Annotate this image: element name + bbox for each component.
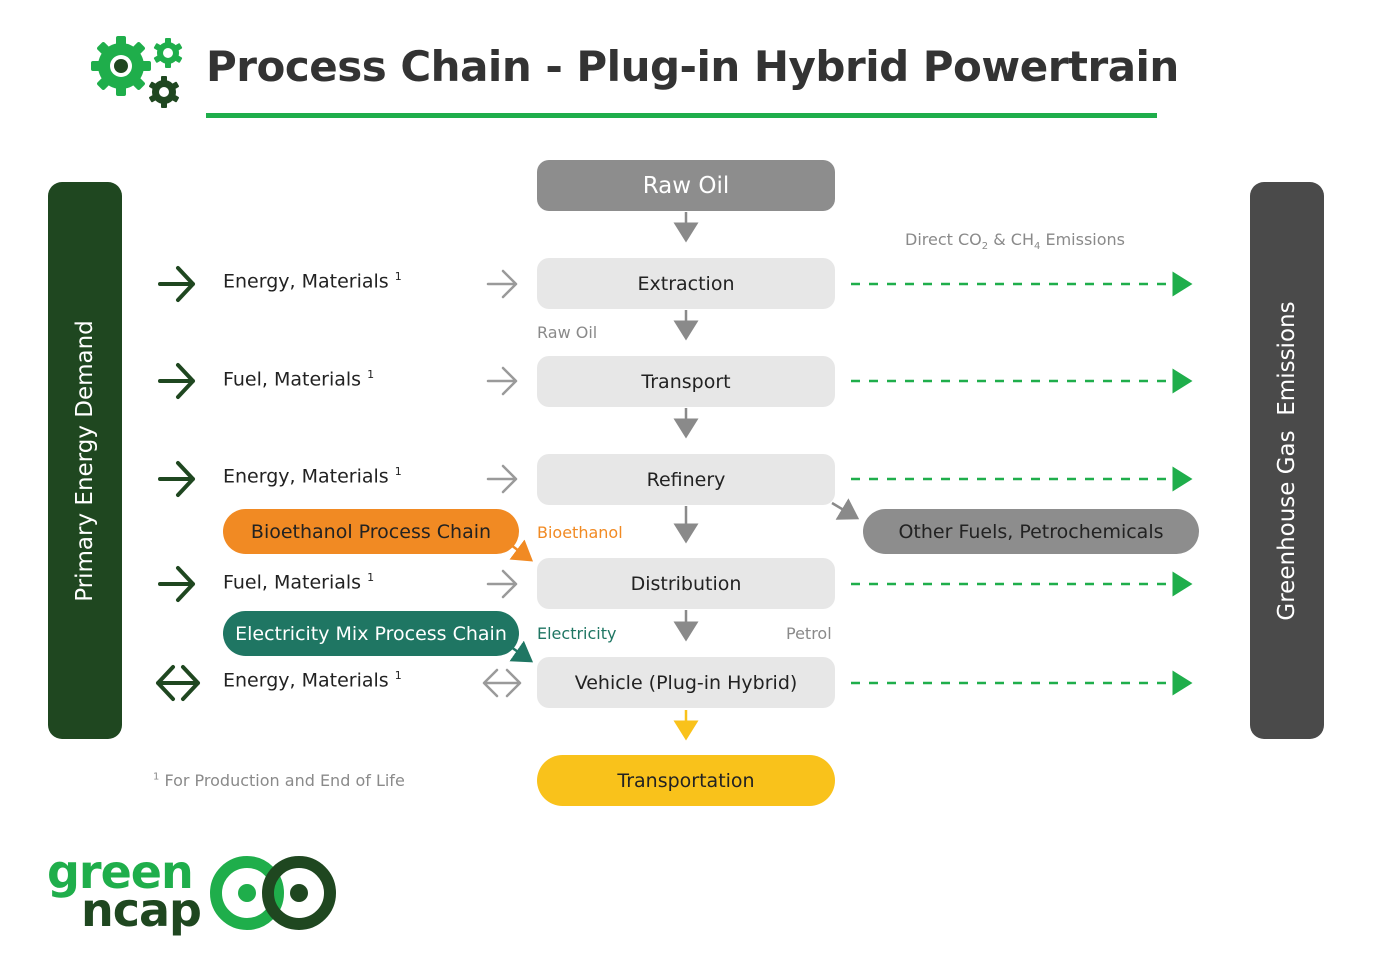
logo-infinity-icon bbox=[210, 856, 336, 930]
refinery-box: Refinery bbox=[537, 454, 835, 505]
ch4-subscript: 4 bbox=[1034, 241, 1041, 253]
page-title: Process Chain - Plug-in Hybrid Powertrai… bbox=[206, 42, 1179, 91]
flow-label-bioethanol: Bioethanol bbox=[537, 523, 623, 542]
arrow-bioethanol-to-distribution bbox=[509, 539, 533, 562]
input-label-refinery: Energy, Materials 1 bbox=[223, 465, 402, 487]
ch4-text: & CH bbox=[988, 230, 1034, 249]
flow-label-electricity: Electricity bbox=[537, 624, 617, 643]
input-text: Fuel, Materials bbox=[223, 368, 362, 391]
green-ncap-logo: green ncap bbox=[47, 845, 347, 938]
other-fuels-petrochemicals: Other Fuels, Petrochemicals bbox=[863, 509, 1199, 554]
input-arrow-refinery bbox=[486, 464, 518, 494]
footnote-marker: 1 bbox=[367, 368, 375, 381]
input-label-transport: Fuel, Materials 1 bbox=[223, 368, 374, 390]
input-text: Fuel, Materials bbox=[223, 571, 362, 594]
distribution-box: Distribution bbox=[537, 558, 835, 609]
input-arrow-distribution bbox=[486, 569, 518, 599]
electricity-mix-process-chain: Electricity Mix Process Chain bbox=[223, 611, 519, 656]
demand-arrow-vehicle bbox=[156, 665, 200, 701]
vehicle-box: Vehicle (Plug-in Hybrid) bbox=[537, 657, 835, 708]
transport-box: Transport bbox=[537, 356, 835, 407]
input-text: Energy, Materials bbox=[223, 669, 389, 692]
demand-arrow-transport bbox=[158, 363, 195, 399]
electricity-mix-process-chain-label: Electricity Mix Process Chain bbox=[235, 622, 507, 645]
input-arrow-extraction bbox=[486, 269, 518, 299]
raw-oil-box: Raw Oil bbox=[537, 160, 835, 211]
transport-label: Transport bbox=[641, 370, 731, 393]
footnote-marker: 1 bbox=[394, 669, 402, 682]
gears-icon bbox=[88, 34, 188, 114]
footnote-marker: 1 bbox=[394, 270, 402, 283]
input-label-extraction: Energy, Materials 1 bbox=[223, 270, 402, 292]
demand-arrow-extraction bbox=[158, 266, 195, 302]
input-text: Energy, Materials bbox=[223, 270, 389, 293]
other-fuels-label: Other Fuels, Petrochemicals bbox=[898, 520, 1164, 543]
arrow-electricity-to-vehicle bbox=[509, 640, 534, 663]
flow-label-raw-oil: Raw Oil bbox=[537, 323, 598, 342]
raw-oil-label: Raw Oil bbox=[642, 172, 730, 199]
input-label-vehicle: Energy, Materials 1 bbox=[223, 669, 402, 691]
demand-arrow-refinery bbox=[158, 461, 195, 497]
title-underline bbox=[206, 113, 1157, 118]
input-text: Energy, Materials bbox=[223, 465, 389, 488]
extraction-label: Extraction bbox=[637, 272, 735, 295]
logo-text-green: green bbox=[47, 845, 194, 899]
demand-arrow-distribution bbox=[158, 566, 195, 602]
transportation-box: Transportation bbox=[537, 755, 835, 806]
flow-label-petrol: Petrol bbox=[786, 624, 832, 643]
footnote-marker: 1 bbox=[367, 571, 375, 584]
footnote-marker: 1 bbox=[394, 465, 402, 478]
footnote-text: For Production and End of Life bbox=[159, 771, 405, 790]
input-label-distribution: Fuel, Materials 1 bbox=[223, 571, 374, 593]
extraction-box: Extraction bbox=[537, 258, 835, 309]
footnote-marker: 1 bbox=[153, 771, 160, 783]
vehicle-label: Vehicle (Plug-in Hybrid) bbox=[574, 671, 798, 694]
bioethanol-process-chain: Bioethanol Process Chain bbox=[223, 509, 519, 554]
co2-text: Direct CO bbox=[905, 230, 982, 249]
input-arrow-transport bbox=[486, 366, 518, 396]
footnote: 1 For Production and End of Life bbox=[153, 771, 405, 790]
transportation-label: Transportation bbox=[617, 769, 755, 792]
distribution-label: Distribution bbox=[630, 572, 742, 595]
primary-energy-demand-bar: Primary Energy Demand bbox=[48, 182, 122, 739]
logo-text-ncap: ncap bbox=[81, 883, 202, 937]
bioethanol-process-chain-label: Bioethanol Process Chain bbox=[250, 520, 492, 543]
input-arrow-vehicle bbox=[482, 668, 522, 698]
direct-emissions-label: Direct CO2 & CH4 Emissions bbox=[905, 230, 1125, 252]
refinery-label: Refinery bbox=[646, 468, 726, 491]
co2-subscript: 2 bbox=[981, 241, 989, 253]
emissions-text: Emissions bbox=[1040, 230, 1125, 249]
arrow-refinery-to-other-fuels bbox=[831, 498, 860, 520]
greenhouse-gas-emissions-bar: Greenhouse Gas Emissions bbox=[1250, 182, 1324, 739]
